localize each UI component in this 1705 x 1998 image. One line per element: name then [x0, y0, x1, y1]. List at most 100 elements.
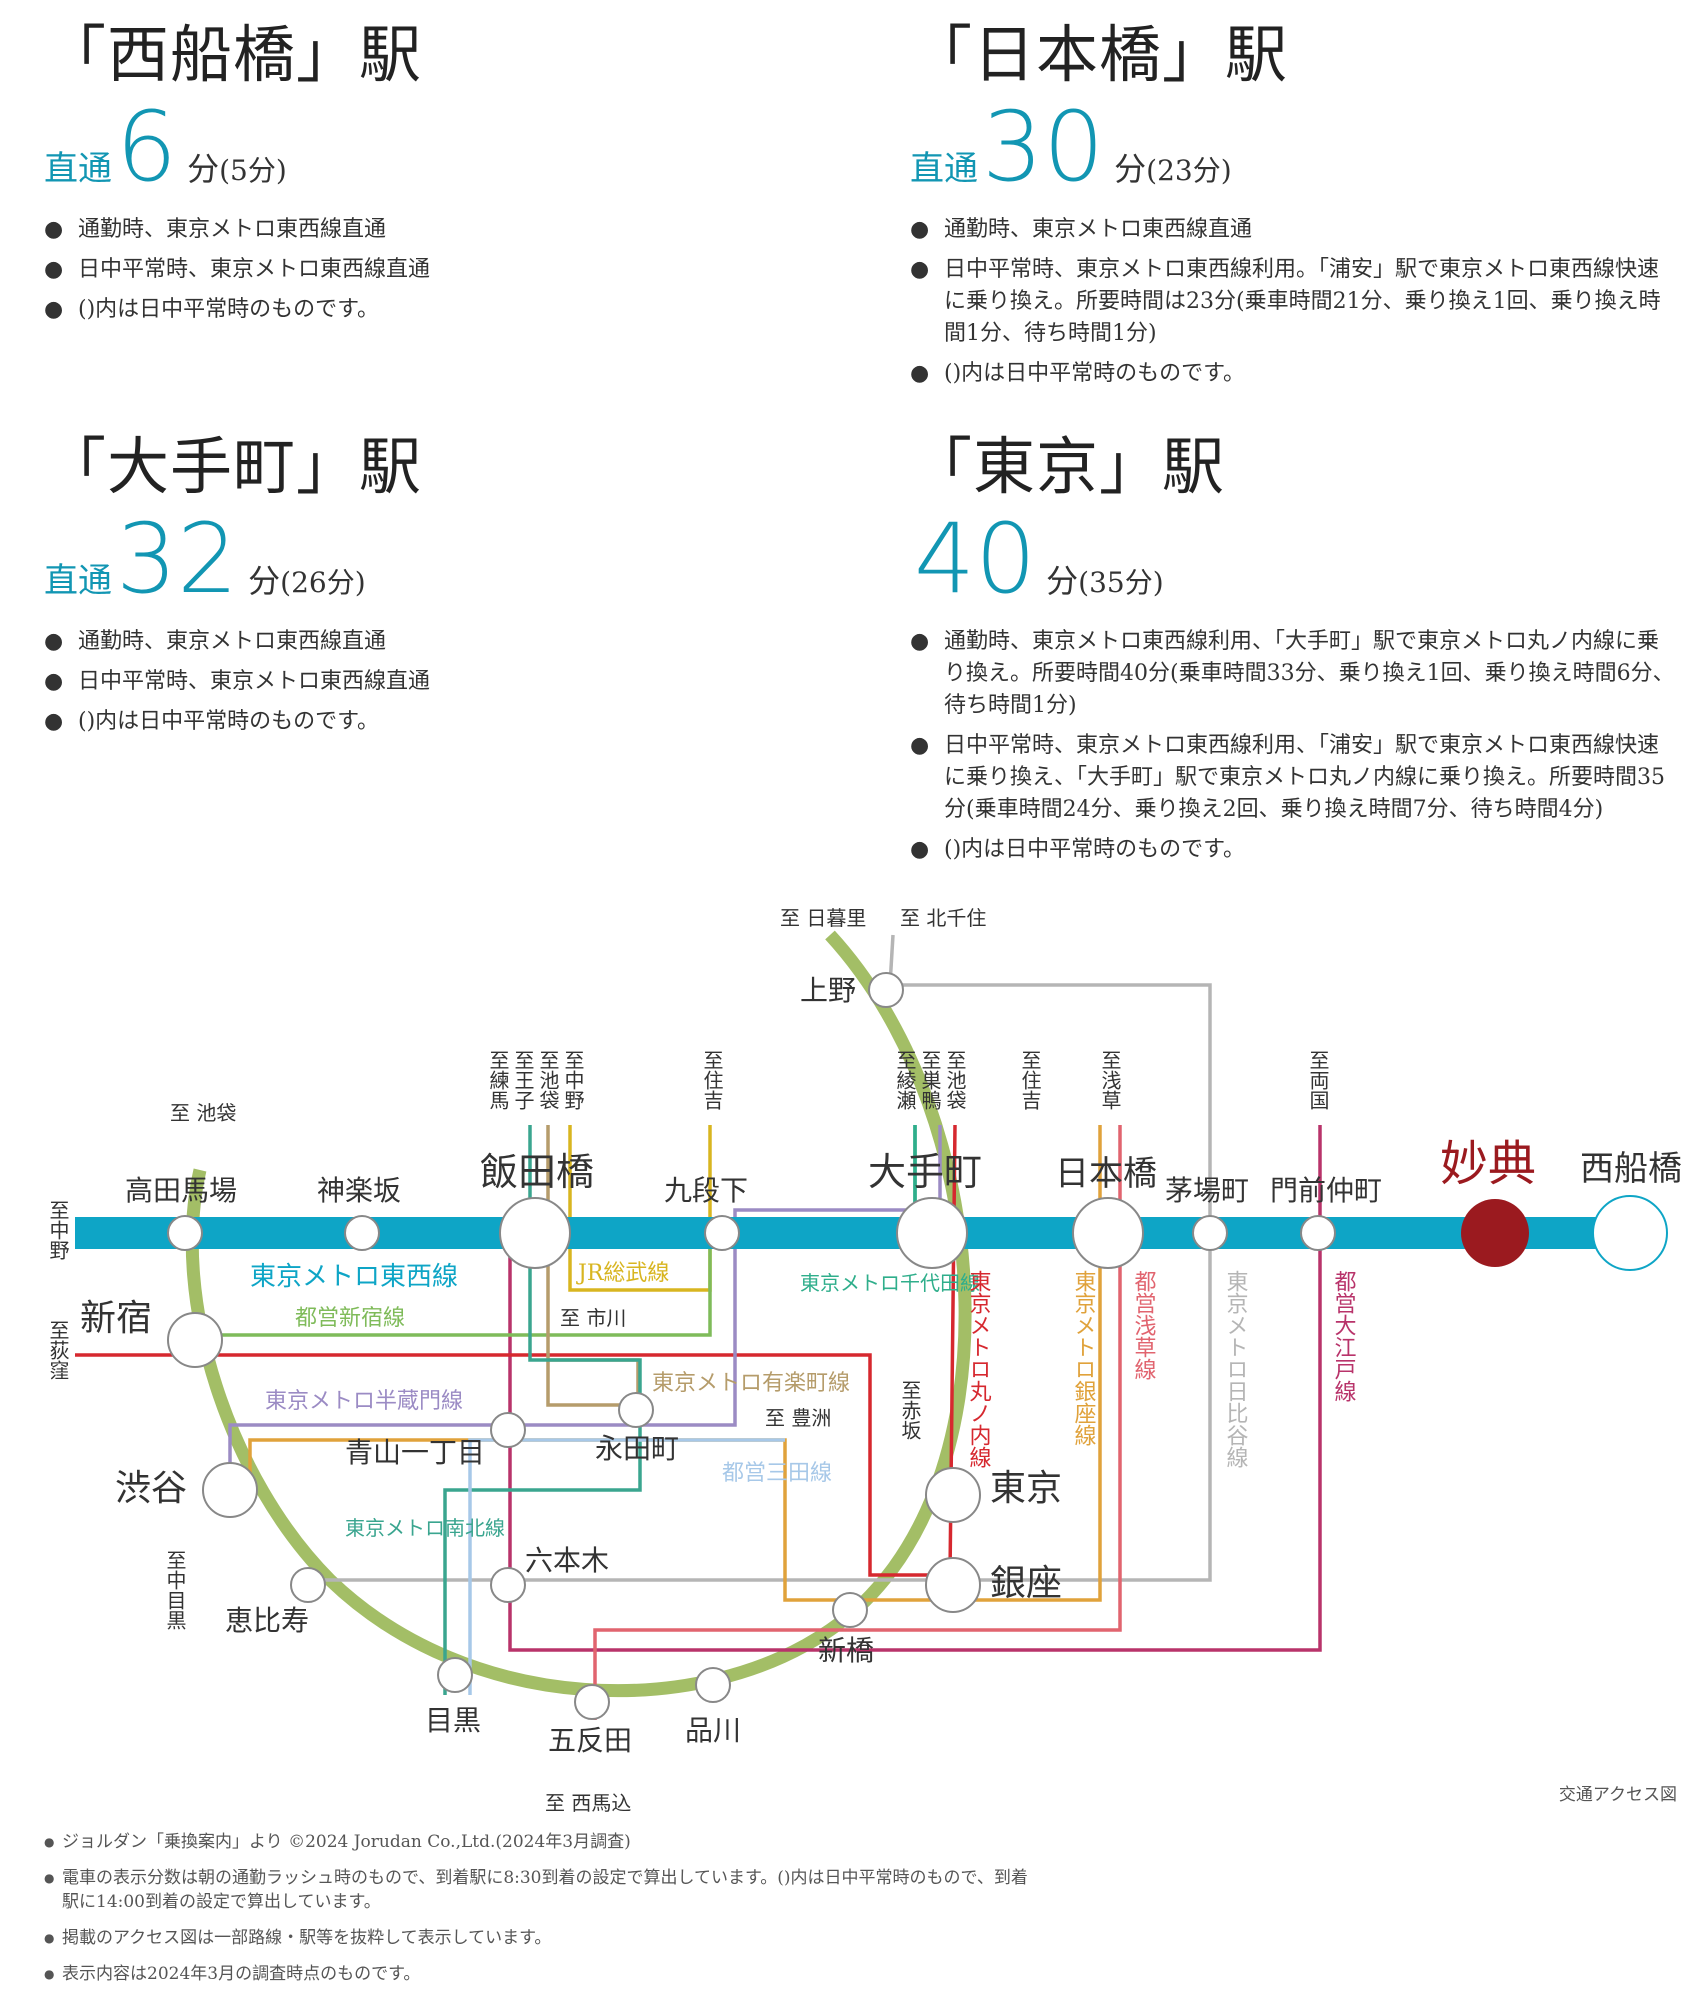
note-item: ()内は日中平常時のものです。 [44, 294, 804, 326]
station-marker-ueno [868, 972, 904, 1008]
note-item: 通勤時、東京メトロ東西線直通 [44, 626, 804, 658]
station-label: 渋谷 [115, 1468, 187, 1509]
station-block-tokyo: 「東京」駅 40 分 (35分) 通勤時、東京メトロ東西線利用、「大手町」駅で東… [910, 436, 1680, 874]
station-marker-meguro [437, 1657, 473, 1693]
destination-label: 至練馬 [486, 1050, 510, 1110]
minutes-value: 40 [914, 503, 1037, 615]
station-marker-kagurazaka [344, 1215, 380, 1251]
direct-label: 直通 [910, 149, 978, 189]
line-label-ginza: 東京メトロ銀座線 [1071, 1270, 1097, 1446]
destination-label: 至 日暮里 [780, 906, 866, 930]
route-map: 高田馬場 神楽坂 飯田橋 九段下 大手町 日本橋 茅場町 門前仲町 妙典 西船橋… [46, 906, 1682, 1815]
station-markers [167, 972, 1668, 1720]
station-label: 大手町 [868, 1150, 982, 1194]
line-label-marunouchi: 東京メトロ丸ノ内線 [966, 1270, 992, 1468]
travel-time: 直通 32 分 (26分) [44, 503, 804, 615]
destination-label: 至池袋 [943, 1050, 967, 1110]
destination-label: 至中野 [46, 1200, 70, 1260]
note-item: 日中平常時、東京メトロ東西線利用。「浦安」駅で東京メトロ東西線快速に乗り換え。所… [910, 254, 1680, 350]
line-labels: 東京メトロ東西線 都営新宿線 JR総武線 東京メトロ有楽町線 東京メトロ半蔵門線… [250, 1261, 980, 1540]
destination-label: 至荻窪 [46, 1320, 70, 1380]
line-label-hibiya: 東京メトロ日比谷線 [1223, 1270, 1249, 1468]
station-label: 高田馬場 [125, 1174, 237, 1207]
note-item: 通勤時、東京メトロ東西線直通 [44, 214, 804, 246]
destination-label: 至池袋 [536, 1050, 560, 1110]
minutes-value: 32 [116, 503, 239, 615]
vertical-line-labels: 東京メトロ丸ノ内線 東京メトロ銀座線 都営浅草線 東京メトロ日比谷線 都営大江戸… [966, 1270, 1357, 1468]
minutes-unit: 分 [1114, 150, 1147, 188]
station-marker-takadanobaba [167, 1215, 203, 1251]
station-label: 門前仲町 [1270, 1174, 1382, 1207]
station-marker-tokyo [925, 1467, 981, 1523]
map-caption: 交通アクセス図 [1558, 1785, 1677, 1805]
destination-label: 至赤坂 [898, 1380, 922, 1440]
station-marker-shinjuku [167, 1312, 223, 1368]
station-label: 西船橋 [1580, 1149, 1682, 1189]
destination-labels: 至 日暮里 至 北千住 至 池袋 至 市川 至 豊洲 至 西馬込 [170, 906, 986, 1815]
station-label: 目黒 [425, 1704, 481, 1737]
station-marker-iidabashi [499, 1197, 571, 1269]
line-label-asakusa: 都営浅草線 [1131, 1270, 1157, 1380]
station-label: 九段下 [664, 1174, 748, 1207]
jr-sobu-line [568, 1125, 712, 1292]
footnote: ジョルダン「乗換案内」より ©2024 Jorudan Co.,Ltd.(202… [44, 1830, 1044, 1854]
note-item: 日中平常時、東京メトロ東西線直通 [44, 666, 804, 698]
note-item: 日中平常時、東京メトロ東西線直通 [44, 254, 804, 286]
station-marker-monzennakacho [1300, 1215, 1336, 1251]
station-title: 「大手町」駅 [44, 430, 423, 503]
station-title: 「東京」駅 [910, 430, 1226, 503]
station-marker-kayabacho [1192, 1215, 1228, 1251]
vertical-destination-labels: 至練馬 至王子 至池袋 至中野 至住吉 至綾瀬 至巣鴨 至池袋 至住吉 至浅草 … [46, 1050, 1330, 1630]
ginza-line [248, 1125, 1102, 1602]
line-label-tozai: 東京メトロ東西線 [250, 1262, 458, 1292]
station-marker-nishifunabashi [1592, 1195, 1668, 1271]
minutes-unit: 分 [248, 562, 281, 600]
minutes-unit: 分 [1046, 562, 1079, 600]
destination-label: 至中野 [561, 1050, 585, 1110]
note-item: ()内は日中平常時のものです。 [910, 834, 1680, 866]
destination-label: 至 豊洲 [765, 1406, 831, 1430]
station-marker-ginza [925, 1557, 981, 1613]
notes-list: 通勤時、東京メトロ東西線直通 日中平常時、東京メトロ東西線直通 ()内は日中平常… [44, 626, 804, 738]
hibiya-line [890, 983, 1212, 1582]
station-label: 品川 [685, 1714, 741, 1747]
line-label-chiyoda: 東京メトロ千代田線 [800, 1271, 980, 1295]
station-marker-kudanshita [704, 1215, 740, 1251]
station-marker-myoden [1461, 1199, 1529, 1267]
line-label-mita: 都営三田線 [722, 1461, 832, 1486]
line-label-jr-sobu: JR総武線 [576, 1261, 669, 1286]
station-marker-shinagawa [695, 1667, 731, 1703]
station-label: 五反田 [548, 1724, 632, 1757]
destination-label: 至綾瀬 [893, 1050, 917, 1110]
line-label-shinjuku: 都営新宿線 [295, 1306, 405, 1331]
line-label-namboku: 東京メトロ南北線 [345, 1516, 505, 1540]
note-item: ()内は日中平常時のものです。 [44, 706, 804, 738]
footnote: 表示内容は2024年3月の調査時点のものです。 [44, 1962, 1044, 1986]
line-label-yurakucho: 東京メトロ有楽町線 [652, 1371, 850, 1396]
station-label: 六本木 [525, 1544, 609, 1577]
mita-line [468, 1438, 785, 1695]
footnote: 電車の表示分数は朝の通勤ラッシュ時のもので、到着駅に8:30到着の設定で算出して… [44, 1866, 1044, 1914]
station-label: 妙典 [1440, 1136, 1536, 1192]
notes-list: 通勤時、東京メトロ東西線利用、「大手町」駅で東京メトロ丸ノ内線に乗り換え。所要時… [910, 626, 1680, 866]
daytime-minutes: (26分) [280, 566, 366, 599]
station-title: 「日本橋」駅 [910, 18, 1289, 91]
destination-label: 至王子 [511, 1050, 535, 1110]
travel-time: 直通 6 分 (5分) [44, 99, 804, 195]
travel-time: 40 分 (35分) [910, 503, 1680, 615]
destination-label: 至 北千住 [900, 906, 986, 930]
footnotes: ジョルダン「乗換案内」より ©2024 Jorudan Co.,Ltd.(202… [44, 1830, 1044, 1998]
destination-label: 至巣鴨 [918, 1050, 942, 1111]
notes-list: 通勤時、東京メトロ東西線直通 日中平常時、東京メトロ東西線利用。「浦安」駅で東京… [910, 214, 1680, 390]
shinjuku-line [195, 1240, 712, 1337]
station-label: 永田町 [595, 1432, 679, 1465]
direct-label: 直通 [44, 561, 112, 601]
daytime-minutes: (5分) [219, 154, 287, 187]
destination-label: 至 池袋 [170, 1101, 236, 1125]
station-label: 茅場町 [1165, 1174, 1249, 1207]
travel-time: 直通 30 分 (23分) [910, 99, 1680, 195]
station-block-otemachi: 「大手町」駅 直通 32 分 (26分) 通勤時、東京メトロ東西線直通 日中平常… [44, 436, 804, 746]
station-marker-otemachi [896, 1197, 968, 1269]
station-title: 「西船橋」駅 [44, 18, 423, 91]
minutes-unit: 分 [187, 150, 220, 188]
